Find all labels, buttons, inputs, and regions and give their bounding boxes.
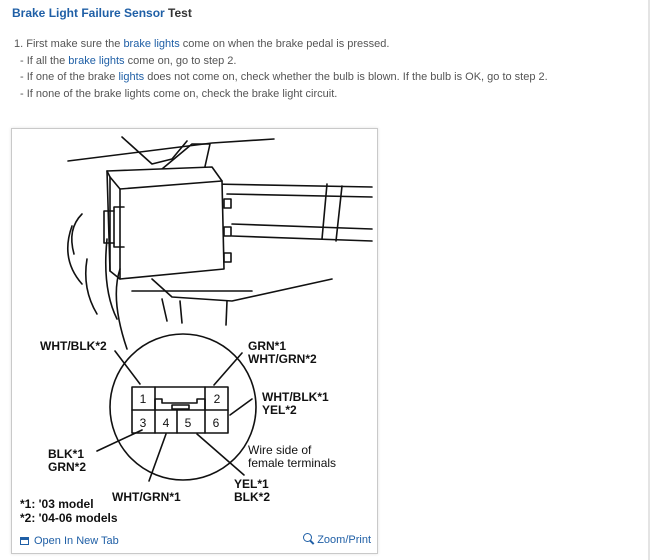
- label-yel-1: YEL*1: [234, 477, 269, 491]
- sub-2-text-a: - If one of the brake: [20, 71, 119, 83]
- label-female-terminals: female terminals: [248, 456, 336, 470]
- magnifier-icon: [303, 533, 315, 545]
- figure-footer: Open In New Tab Zoom/Print: [12, 529, 377, 553]
- connector-face: [131, 386, 229, 434]
- sensor-body: [103, 166, 232, 280]
- window-icon: [20, 537, 29, 545]
- label-yel-2: YEL*2: [262, 403, 297, 417]
- label-wht-grn-2: WHT/GRN*2: [248, 352, 317, 366]
- title-suffix: Test: [164, 6, 192, 20]
- note-04-06-models: *2: '04-06 models: [20, 511, 118, 525]
- sub-1-text-b: come on, go to step 2.: [124, 54, 237, 67]
- page-title: Brake Light Failure Sensor Test: [12, 6, 192, 20]
- step-1-text-a: 1. First make sure the: [14, 38, 124, 50]
- sub-2-text-b: does not come on, check whether the bulb…: [144, 71, 548, 83]
- diagram-figure[interactable]: 1 2 3 4 5 6 WHT/BLK*2 GRN*1 WHT/GRN*2 WH…: [11, 128, 378, 554]
- step-1: 1. First make sure the brake lights come…: [14, 36, 548, 53]
- zoom-print-label: Zoom/Print: [317, 534, 371, 546]
- label-wire-side: Wire side of: [248, 443, 312, 457]
- sub-3-text: - If none of the brake lights come on, c…: [20, 87, 338, 100]
- label-grn-2: GRN*2: [48, 460, 86, 474]
- open-in-new-tab-label: Open In New Tab: [34, 535, 119, 547]
- step-1-sub-3: - If none of the brake lights come on, c…: [14, 86, 548, 103]
- zoom-print-button[interactable]: Zoom/Print: [303, 533, 371, 546]
- label-grn-1: GRN*1: [248, 339, 286, 353]
- brake-lights-link[interactable]: brake lights: [123, 38, 180, 50]
- step-1-sub-1: - If all the brake lights come on, go to…: [14, 53, 548, 70]
- magnify-circle: [109, 333, 257, 481]
- open-in-new-tab-button[interactable]: Open In New Tab: [20, 535, 119, 547]
- label-wht-blk-1: WHT/BLK*1: [262, 390, 329, 404]
- page-right-border: [648, 0, 650, 560]
- bracket-illustration: [66, 136, 373, 326]
- pin-2: 2: [214, 392, 221, 406]
- brake-lights-link-2[interactable]: brake lights: [68, 54, 125, 67]
- step-1-text-b: come on when the brake pedal is pressed.: [179, 38, 390, 50]
- lights-link[interactable]: lights: [118, 71, 145, 83]
- connector-diagram: 1 2 3 4 5 6 WHT/BLK*2 GRN*1 WHT/GRN*2 WH…: [20, 136, 373, 525]
- pin-4: 4: [163, 416, 170, 430]
- pointer-lines: [96, 350, 253, 482]
- sub-1-text-a: - If all the: [20, 54, 69, 67]
- label-blk-1: BLK*1: [48, 447, 84, 461]
- label-wht-grn-1: WHT/GRN*1: [112, 490, 181, 504]
- pin-6: 6: [213, 416, 220, 430]
- label-blk-2: BLK*2: [234, 490, 270, 504]
- note-03-model: *1: '03 model: [20, 497, 94, 511]
- label-wht-blk-2: WHT/BLK*2: [40, 339, 107, 353]
- step-1-sub-2: - If one of the brake lights does not co…: [14, 69, 548, 86]
- instruction-steps: 1. First make sure the brake lights come…: [14, 36, 548, 102]
- title-link[interactable]: Brake Light Failure Sensor: [12, 6, 165, 20]
- pin-3: 3: [140, 416, 147, 430]
- leader-line: [115, 268, 128, 350]
- pin-5: 5: [185, 416, 192, 430]
- pin-1: 1: [140, 392, 147, 406]
